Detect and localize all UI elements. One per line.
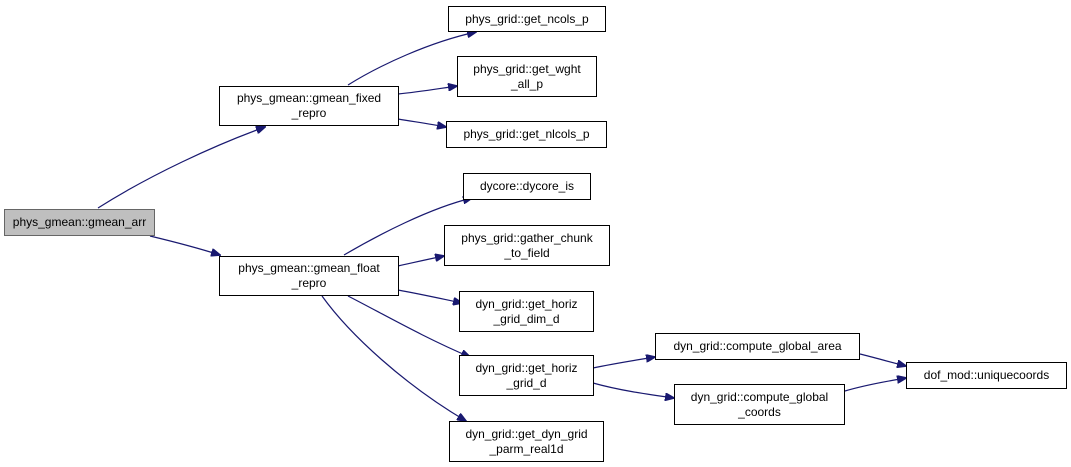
node-label-line-1: dyn_grid::compute_global	[690, 389, 829, 404]
node-label: phys_gmean::gmean_arr	[12, 215, 147, 229]
node-get-ncols-p[interactable]: phys_grid::get_ncols_p	[448, 6, 606, 32]
node-gmean-float-repro[interactable]: phys_gmean::gmean_float _repro	[219, 256, 399, 296]
edge-gmean-arr-to-gmean-fixed-repro	[97, 127, 265, 209]
node-label-line-2: _to_field	[504, 245, 550, 260]
node-label-line-2: _grid_dim_d	[493, 311, 560, 326]
node-get-wght-all-p[interactable]: phys_grid::get_wght _all_p	[457, 56, 597, 97]
edge-gmean-float-repro-to-get-dyn-grid-parm-real1d	[321, 295, 466, 421]
node-gather-chunk-to-field[interactable]: phys_grid::gather_chunk _to_field	[444, 225, 610, 266]
node-compute-global-coords[interactable]: dyn_grid::compute_global _coords	[674, 384, 845, 425]
node-label-line-1: phys_grid::gather_chunk	[461, 230, 593, 245]
node-label: dof_mod::uniquecoords	[923, 368, 1050, 382]
node-dycore-is[interactable]: dycore::dycore_is	[463, 173, 591, 200]
node-compute-global-area[interactable]: dyn_grid::compute_global_area	[655, 333, 860, 360]
node-uniquecoords[interactable]: dof_mod::uniquecoords	[906, 362, 1067, 389]
node-label-line-2: _repro	[291, 106, 327, 120]
edge-gmean-float-repro-to-dycore-is	[343, 198, 472, 256]
node-label-line-2: _grid_d	[506, 375, 547, 390]
node-get-nlcols-p[interactable]: phys_grid::get_nlcols_p	[446, 121, 607, 148]
edge-gmean-arr-to-gmean-float-repro	[149, 235, 220, 255]
node-label: phys_grid::get_ncols_p	[465, 11, 589, 26]
node-label-line-1: dyn_grid::get_dyn_grid	[465, 426, 588, 441]
edge-compute-global-coords-to-uniquecoords	[844, 378, 906, 392]
edge-gmean-float-repro-to-get-horiz-grid-d	[347, 295, 470, 357]
node-label-line-1: dyn_grid::get_horiz	[475, 296, 578, 311]
node-label-line-1: phys_gmean::gmean_fixed	[236, 91, 382, 105]
node-label-line-2: _repro	[291, 276, 327, 290]
node-get-horiz-grid-dim-d[interactable]: dyn_grid::get_horiz _grid_dim_d	[459, 291, 594, 332]
node-gmean-fixed-repro[interactable]: phys_gmean::gmean_fixed _repro	[219, 86, 399, 126]
edge-get-horiz-grid-d-to-compute-global-coords	[592, 382, 674, 398]
node-label-line-2: _coords	[738, 404, 781, 419]
node-label: dycore::dycore_is	[479, 179, 575, 193]
node-label-line-2: _parm_real1d	[489, 441, 564, 456]
edge-gmean-fixed-repro-to-get-wght-all-p	[397, 86, 457, 95]
node-label-line-1: phys_grid::get_wght	[473, 61, 581, 76]
edge-gmean-float-repro-to-gather-chunk-to-field	[397, 256, 444, 267]
node-get-horiz-grid-d[interactable]: dyn_grid::get_horiz _grid_d	[459, 355, 594, 396]
node-label-line-1: dyn_grid::get_horiz	[475, 360, 578, 375]
edge-get-horiz-grid-d-to-compute-global-area	[592, 357, 655, 369]
node-get-dyn-grid-parm-real1d[interactable]: dyn_grid::get_dyn_grid _parm_real1d	[449, 421, 604, 462]
node-gmean-arr: phys_gmean::gmean_arr	[4, 209, 155, 236]
node-label-line-2: _all_p	[510, 76, 544, 91]
edge-gmean-float-repro-to-get-horiz-grid-dim-d	[397, 289, 462, 303]
edge-gmean-fixed-repro-to-get-nlcols-p	[397, 118, 446, 127]
edge-compute-global-area-to-uniquecoords	[859, 353, 906, 366]
node-label: dyn_grid::compute_global_area	[673, 339, 842, 353]
edge-gmean-fixed-repro-to-get-ncols-p	[347, 32, 476, 86]
node-label: phys_grid::get_nlcols_p	[463, 127, 590, 141]
node-label-line-1: phys_gmean::gmean_float	[238, 261, 380, 275]
